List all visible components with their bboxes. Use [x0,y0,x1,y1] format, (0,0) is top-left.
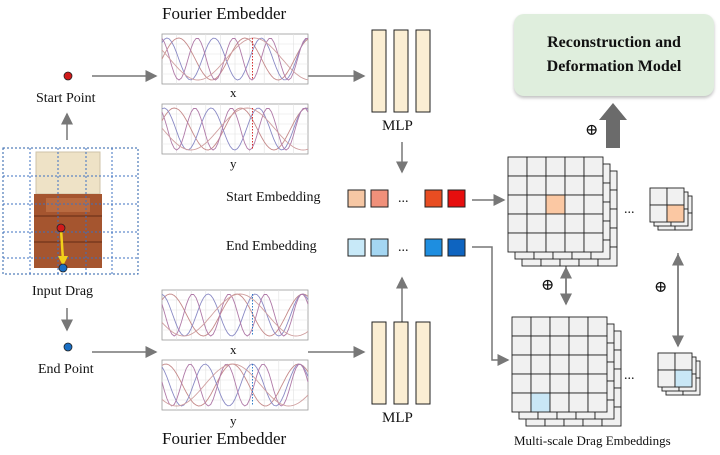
oplus-symbol-right: ⊕ [654,279,668,296]
multiscale-grids [507,156,701,427]
plot-x-label-top: x [230,85,237,100]
embedding-grid [511,316,608,413]
fourier-embedder-top-title: Fourier Embedder [162,4,287,23]
plot-y-label-top: y [230,156,237,171]
plot-x-label-bottom: x [230,342,237,357]
fourier-embedder-bottom-title: Fourier Embedder [162,429,287,448]
up-arrow-to-model [599,103,627,148]
fourier-plot-panel [161,289,309,341]
start-embedding-label: Start Embedding [226,190,321,205]
input-drag-image [2,147,139,275]
end-embedding-label: End Embedding [226,239,317,254]
mlp-top-block [371,29,431,113]
mlp-top-label: MLP [382,118,413,134]
end-point-label: End Point [38,362,94,377]
embedding-grid [507,156,604,253]
reconstruction-model-box: Reconstruction and Deformation Model [514,14,714,96]
start-embedding-ellipsis: ... [398,191,409,206]
start-embedding-tokens [347,189,466,208]
embedding-grid [649,187,685,223]
grid-ellipsis-bottom: ... [624,368,635,383]
grid-ellipsis-top: ... [624,202,635,217]
mlp-bottom-label: MLP [382,410,413,426]
fourier-plots [161,33,309,411]
fourier-plot-panel [161,103,309,155]
mlp-bottom-block [371,321,431,405]
fourier-plot-panel [161,359,309,411]
oplus-symbol-top: ⊕ [585,122,599,139]
start-point-label: Start Point [36,91,96,106]
embedding-grid [657,352,693,388]
recon-title-line2: Deformation Model [546,58,682,75]
plot-y-label-bottom: y [230,413,237,428]
flow-arrows [61,70,684,366]
end-embedding-tokens [347,238,466,257]
fourier-plot-panel [161,33,309,85]
end-point-dot [63,342,73,352]
input-drag-label: Input Drag [32,284,94,299]
start-point-dot [63,71,73,81]
oplus-symbol-left: ⊕ [541,277,555,294]
end-embedding-ellipsis: ... [398,240,409,255]
multiscale-label: Multi-scale Drag Embeddings [514,433,671,448]
recon-title-line1: Reconstruction and [547,34,681,51]
